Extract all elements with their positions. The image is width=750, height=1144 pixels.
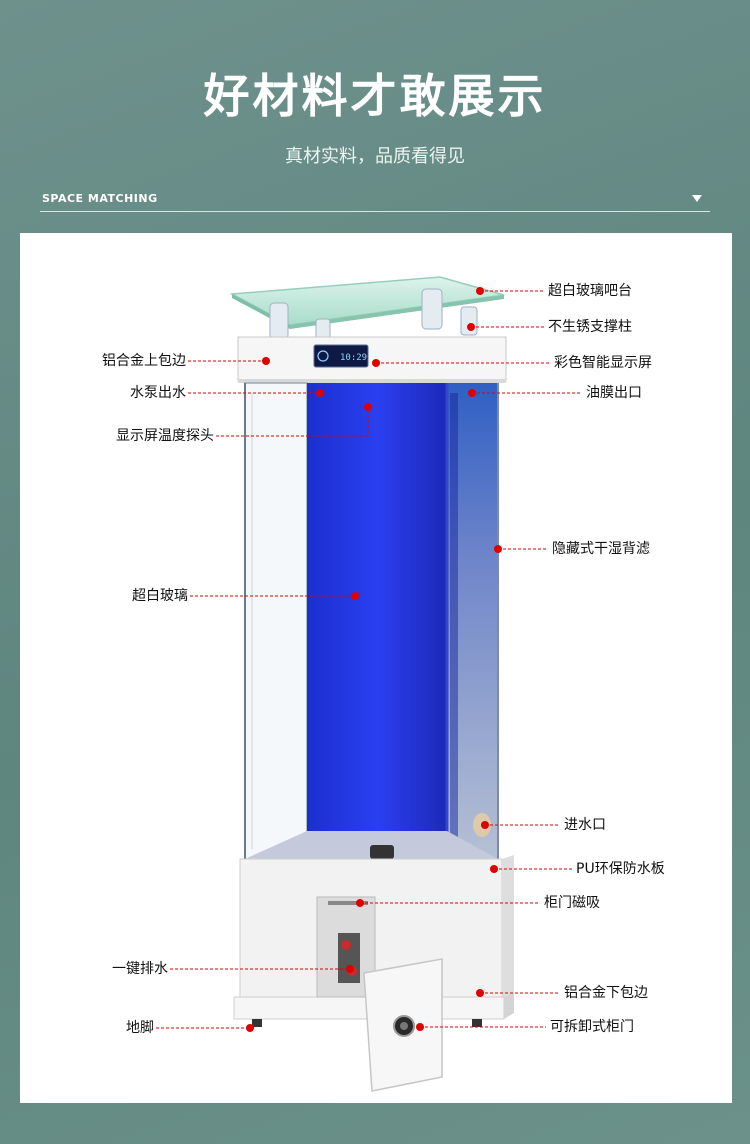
- annotation-color-display: 彩色智能显示屏: [554, 355, 652, 371]
- annotation-aluminum-top-edge: 铝合金上包边: [102, 353, 186, 369]
- annotation-glass-bar-top: 超白玻璃吧台: [548, 283, 632, 299]
- annotation-foot: 地脚: [126, 1020, 154, 1036]
- annotation-oil-film-outlet: 油膜出口: [586, 385, 642, 401]
- dropdown-arrow-icon[interactable]: [692, 195, 702, 203]
- annotation-water-pump-outlet: 水泵出水: [130, 385, 186, 401]
- section-label: SPACE MATCHING: [42, 192, 158, 205]
- annotation-door-magnet: 柜门磁吸: [544, 895, 600, 911]
- top-cabinet: [237, 336, 507, 382]
- page-subtitle: 真材实料，品质看得见: [285, 146, 465, 167]
- product-panel: 10:29: [20, 233, 732, 1103]
- display-time: 10:29: [340, 353, 367, 363]
- annotation-hidden-back-filter: 隐藏式干湿背滤: [552, 541, 650, 557]
- blue-water: [307, 383, 447, 859]
- annotation-water-inlet: 进水口: [564, 817, 606, 833]
- annotation-removable-door: 可拆卸式柜门: [550, 1019, 634, 1035]
- annotation-one-key-drain: 一键排水: [112, 961, 168, 977]
- annotation-stainless-pillar: 不生锈支撑柱: [548, 319, 632, 335]
- annotation-pu-waterproof-board: PU环保防水板: [576, 861, 665, 877]
- product-illustration: 10:29: [156, 276, 582, 1092]
- annotation-ultra-clear-glass: 超白玻璃: [132, 588, 188, 604]
- smart-display: [313, 344, 369, 368]
- annotation-aluminum-bottom-edge: 铝合金下包边: [564, 985, 648, 1001]
- section-divider: [40, 211, 710, 212]
- page-title: 好材料才敢展示: [203, 69, 547, 123]
- annotation-temperature-probe: 显示屏温度探头: [116, 428, 214, 444]
